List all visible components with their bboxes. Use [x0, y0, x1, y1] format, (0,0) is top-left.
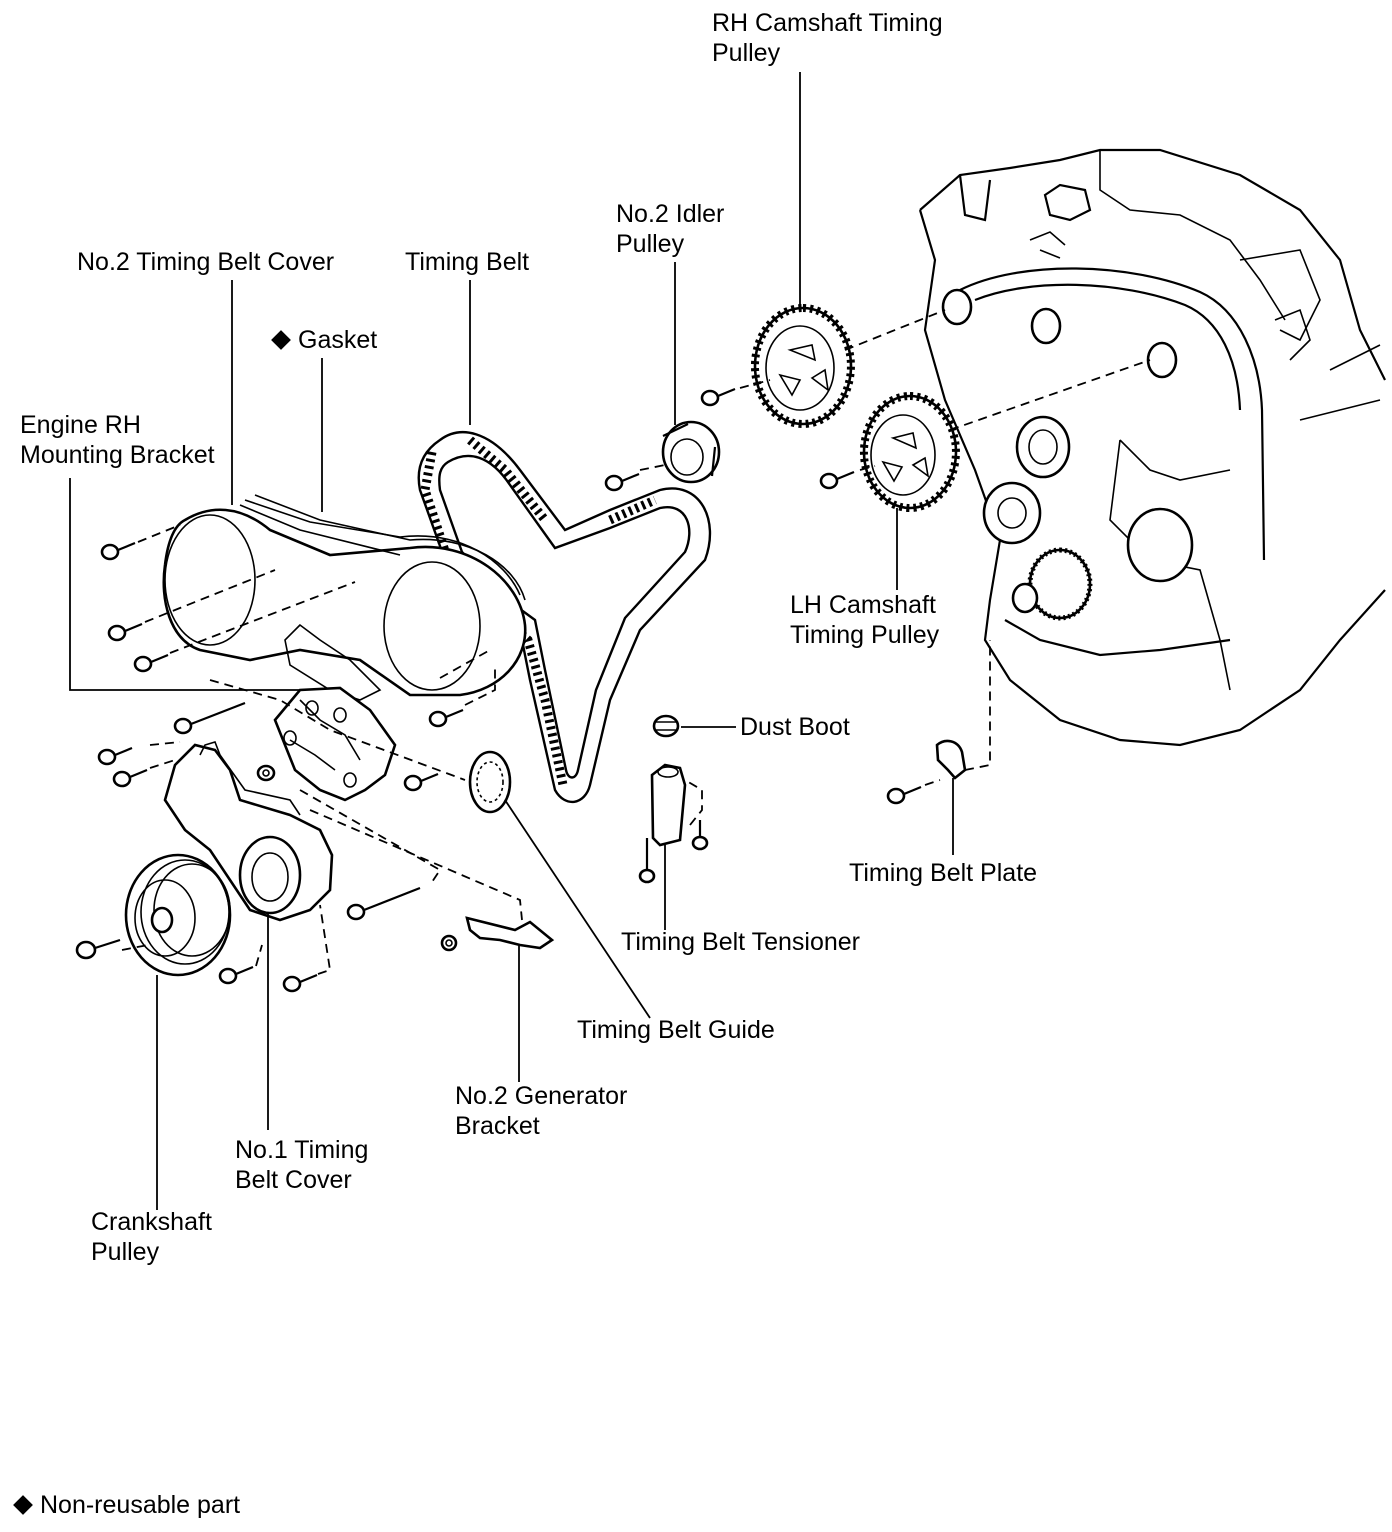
bolt — [403, 772, 439, 792]
bolt — [173, 701, 246, 735]
label-line: Timing Pulley — [790, 621, 940, 649]
label-timing-belt-guide: Timing Belt Guide — [577, 1015, 775, 1045]
timing-belt-tensioner-drawing — [650, 714, 687, 847]
engine-rh-mounting-bracket-drawing — [273, 686, 397, 802]
bolt — [428, 708, 464, 728]
crankshaft-pulley-drawing — [124, 853, 232, 977]
gasket-drawing — [244, 499, 521, 701]
label-no2-generator-bracket: No.2 Generator Bracket — [455, 1081, 627, 1141]
engine-block — [918, 148, 1386, 747]
bolt — [97, 746, 133, 766]
label-line: LH Camshaft — [790, 591, 936, 619]
bolt — [700, 387, 736, 407]
label-engine-rh-mounting-bracket: Engine RH Mounting Bracket — [20, 410, 215, 470]
assembly-lines — [121, 309, 1151, 975]
label-line: Gasket — [298, 326, 378, 354]
bolts — [75, 387, 922, 993]
timing-belt-guide-drawing — [468, 750, 512, 814]
label-timing-belt: Timing Belt — [405, 247, 529, 277]
label-line: Pulley — [91, 1238, 160, 1266]
rh-camshaft-pulley-drawing — [751, 304, 855, 428]
bolt — [75, 938, 121, 960]
label-line: Bracket — [455, 1112, 540, 1140]
label-line: Timing Belt Tensioner — [621, 928, 861, 956]
bolt — [133, 653, 169, 673]
leader-lines — [69, 72, 954, 1210]
label-line: Timing Belt — [405, 248, 530, 276]
bolt — [282, 973, 318, 993]
label-rh-camshaft-timing-pulley: RH Camshaft Timing Pulley — [712, 8, 943, 68]
bolt — [691, 820, 709, 851]
lh-camshaft-pulley-drawing — [859, 392, 960, 512]
label-dust-boot: Dust Boot — [740, 712, 850, 742]
bolt — [604, 472, 640, 492]
label-lh-camshaft-timing-pulley: LH Camshaft Timing Pulley — [790, 590, 939, 650]
label-line: Timing Belt Guide — [577, 1016, 775, 1044]
label-line: No.1 Timing — [235, 1136, 369, 1164]
label-line: Timing Belt Plate — [849, 859, 1038, 887]
bolt — [638, 838, 656, 884]
label-line: No.2 Generator — [455, 1082, 628, 1110]
bolt — [107, 622, 143, 642]
label-line: Pulley — [616, 230, 685, 258]
no1-timing-belt-cover-drawing — [163, 741, 334, 922]
legend-text: Non-reusable part — [40, 1491, 241, 1519]
bolt — [218, 965, 254, 985]
bolt — [819, 470, 855, 490]
label-gasket: Gasket — [270, 325, 377, 355]
bolt — [346, 886, 421, 921]
label-line: RH Camshaft Timing — [712, 9, 943, 37]
nut — [440, 934, 458, 952]
bolt — [112, 768, 148, 788]
bolt — [100, 541, 136, 561]
label-no1-timing-belt-cover: No.1 Timing Belt Cover — [235, 1135, 368, 1195]
label-line: Pulley — [712, 39, 781, 67]
timing-belt-drawing — [417, 431, 712, 803]
label-no2-timing-belt-cover: No.2 Timing Belt Cover — [77, 247, 334, 277]
label-line: Crankshaft — [91, 1208, 212, 1236]
nut — [256, 764, 276, 782]
non-reusable-diamond-icon — [271, 329, 291, 350]
label-line: No.2 Idler — [616, 200, 725, 228]
label-timing-belt-plate: Timing Belt Plate — [849, 858, 1037, 888]
label-no2-idler-pulley: No.2 Idler Pulley — [616, 199, 724, 259]
no2-generator-bracket-drawing — [465, 916, 555, 950]
no2-timing-belt-cover-drawing — [162, 494, 527, 697]
legend-non-reusable: Non-reusable part — [12, 1490, 240, 1520]
label-line: Belt Cover — [235, 1166, 352, 1194]
label-line: No.2 Timing Belt Cover — [77, 248, 335, 276]
label-line: Mounting Bracket — [20, 441, 215, 469]
timing-belt-plate-drawing — [935, 739, 967, 780]
non-reusable-diamond-icon — [13, 1494, 33, 1515]
no2-idler-pulley-drawing — [661, 420, 721, 484]
bolt — [886, 785, 922, 805]
label-line: Engine RH — [20, 411, 141, 439]
label-timing-belt-tensioner: Timing Belt Tensioner — [621, 927, 860, 957]
label-line: Dust Boot — [740, 713, 850, 741]
label-crankshaft-pulley: Crankshaft Pulley — [91, 1207, 212, 1267]
